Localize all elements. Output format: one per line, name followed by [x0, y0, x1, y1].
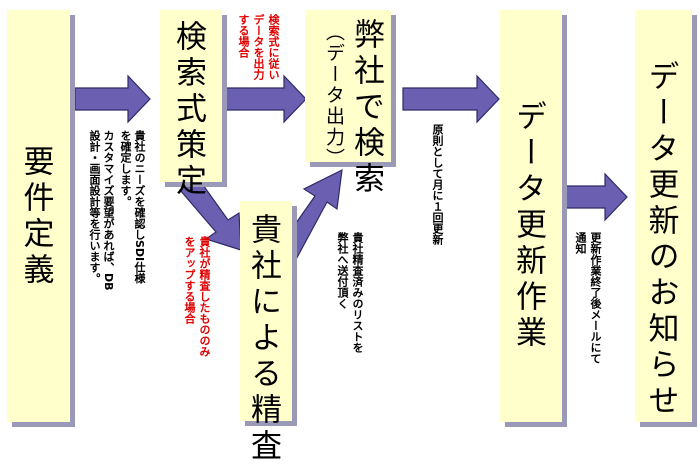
flow-arrows	[74, 74, 628, 266]
update-notice-box: データ更新のお知らせ	[635, 10, 692, 422]
our-search-subtitle: （データ出力）	[323, 22, 345, 169]
our-search-box: 弊社で検索 （データ出力）	[305, 10, 391, 198]
requirements-note-2: を確定します。	[119, 130, 132, 207]
requirements-box: 要件定義	[7, 10, 70, 422]
data-update-label: データ更新作業	[510, 100, 546, 352]
client-review-label: 貴社による精査	[245, 213, 281, 465]
data-update-box: データ更新作業	[500, 10, 562, 422]
arrow-update-to-notice	[564, 172, 628, 222]
arrow-requirements-to-formula	[74, 74, 151, 124]
requirements-note-1: 貴社のニーズを確認しSDI仕様	[133, 130, 146, 284]
our-search-title: 弊社で検索	[348, 18, 384, 198]
client-review-box: 貴社による精査	[240, 201, 292, 465]
formula-red-note-3: する場合	[237, 14, 250, 58]
formula-red-note-2: データを出力	[252, 14, 265, 80]
review-note-2: 弊社へ送付頂く	[336, 232, 349, 309]
requirements-label: 要件定義	[17, 145, 54, 289]
review-note-1: 貴社精査済みのリストを	[351, 232, 364, 353]
requirements-note-3: カスタマイズ要望があれば、DB	[102, 130, 115, 291]
review-red-note-2: をアップする場合	[183, 236, 196, 324]
notice-note-2: 通知	[574, 232, 587, 254]
requirements-note-4: 設計・画面設計等を行います。	[88, 130, 101, 284]
formula-red-note-1: 検索式に従い	[267, 14, 280, 80]
search-formula-box: 検索式策定	[160, 10, 222, 200]
arrow-search-to-update	[402, 74, 500, 124]
notice-note-1: 更新作業終了後メールにて	[589, 232, 602, 364]
arrow-formula-to-search	[221, 74, 307, 124]
update-notice-label: データ更新のお知らせ	[642, 60, 679, 420]
search-formula-label: 検索式策定	[170, 20, 206, 200]
review-red-note-1: 貴社が精査したもののみ	[198, 236, 211, 357]
monthly-update-note: 原則として月に１回更新	[431, 124, 444, 245]
